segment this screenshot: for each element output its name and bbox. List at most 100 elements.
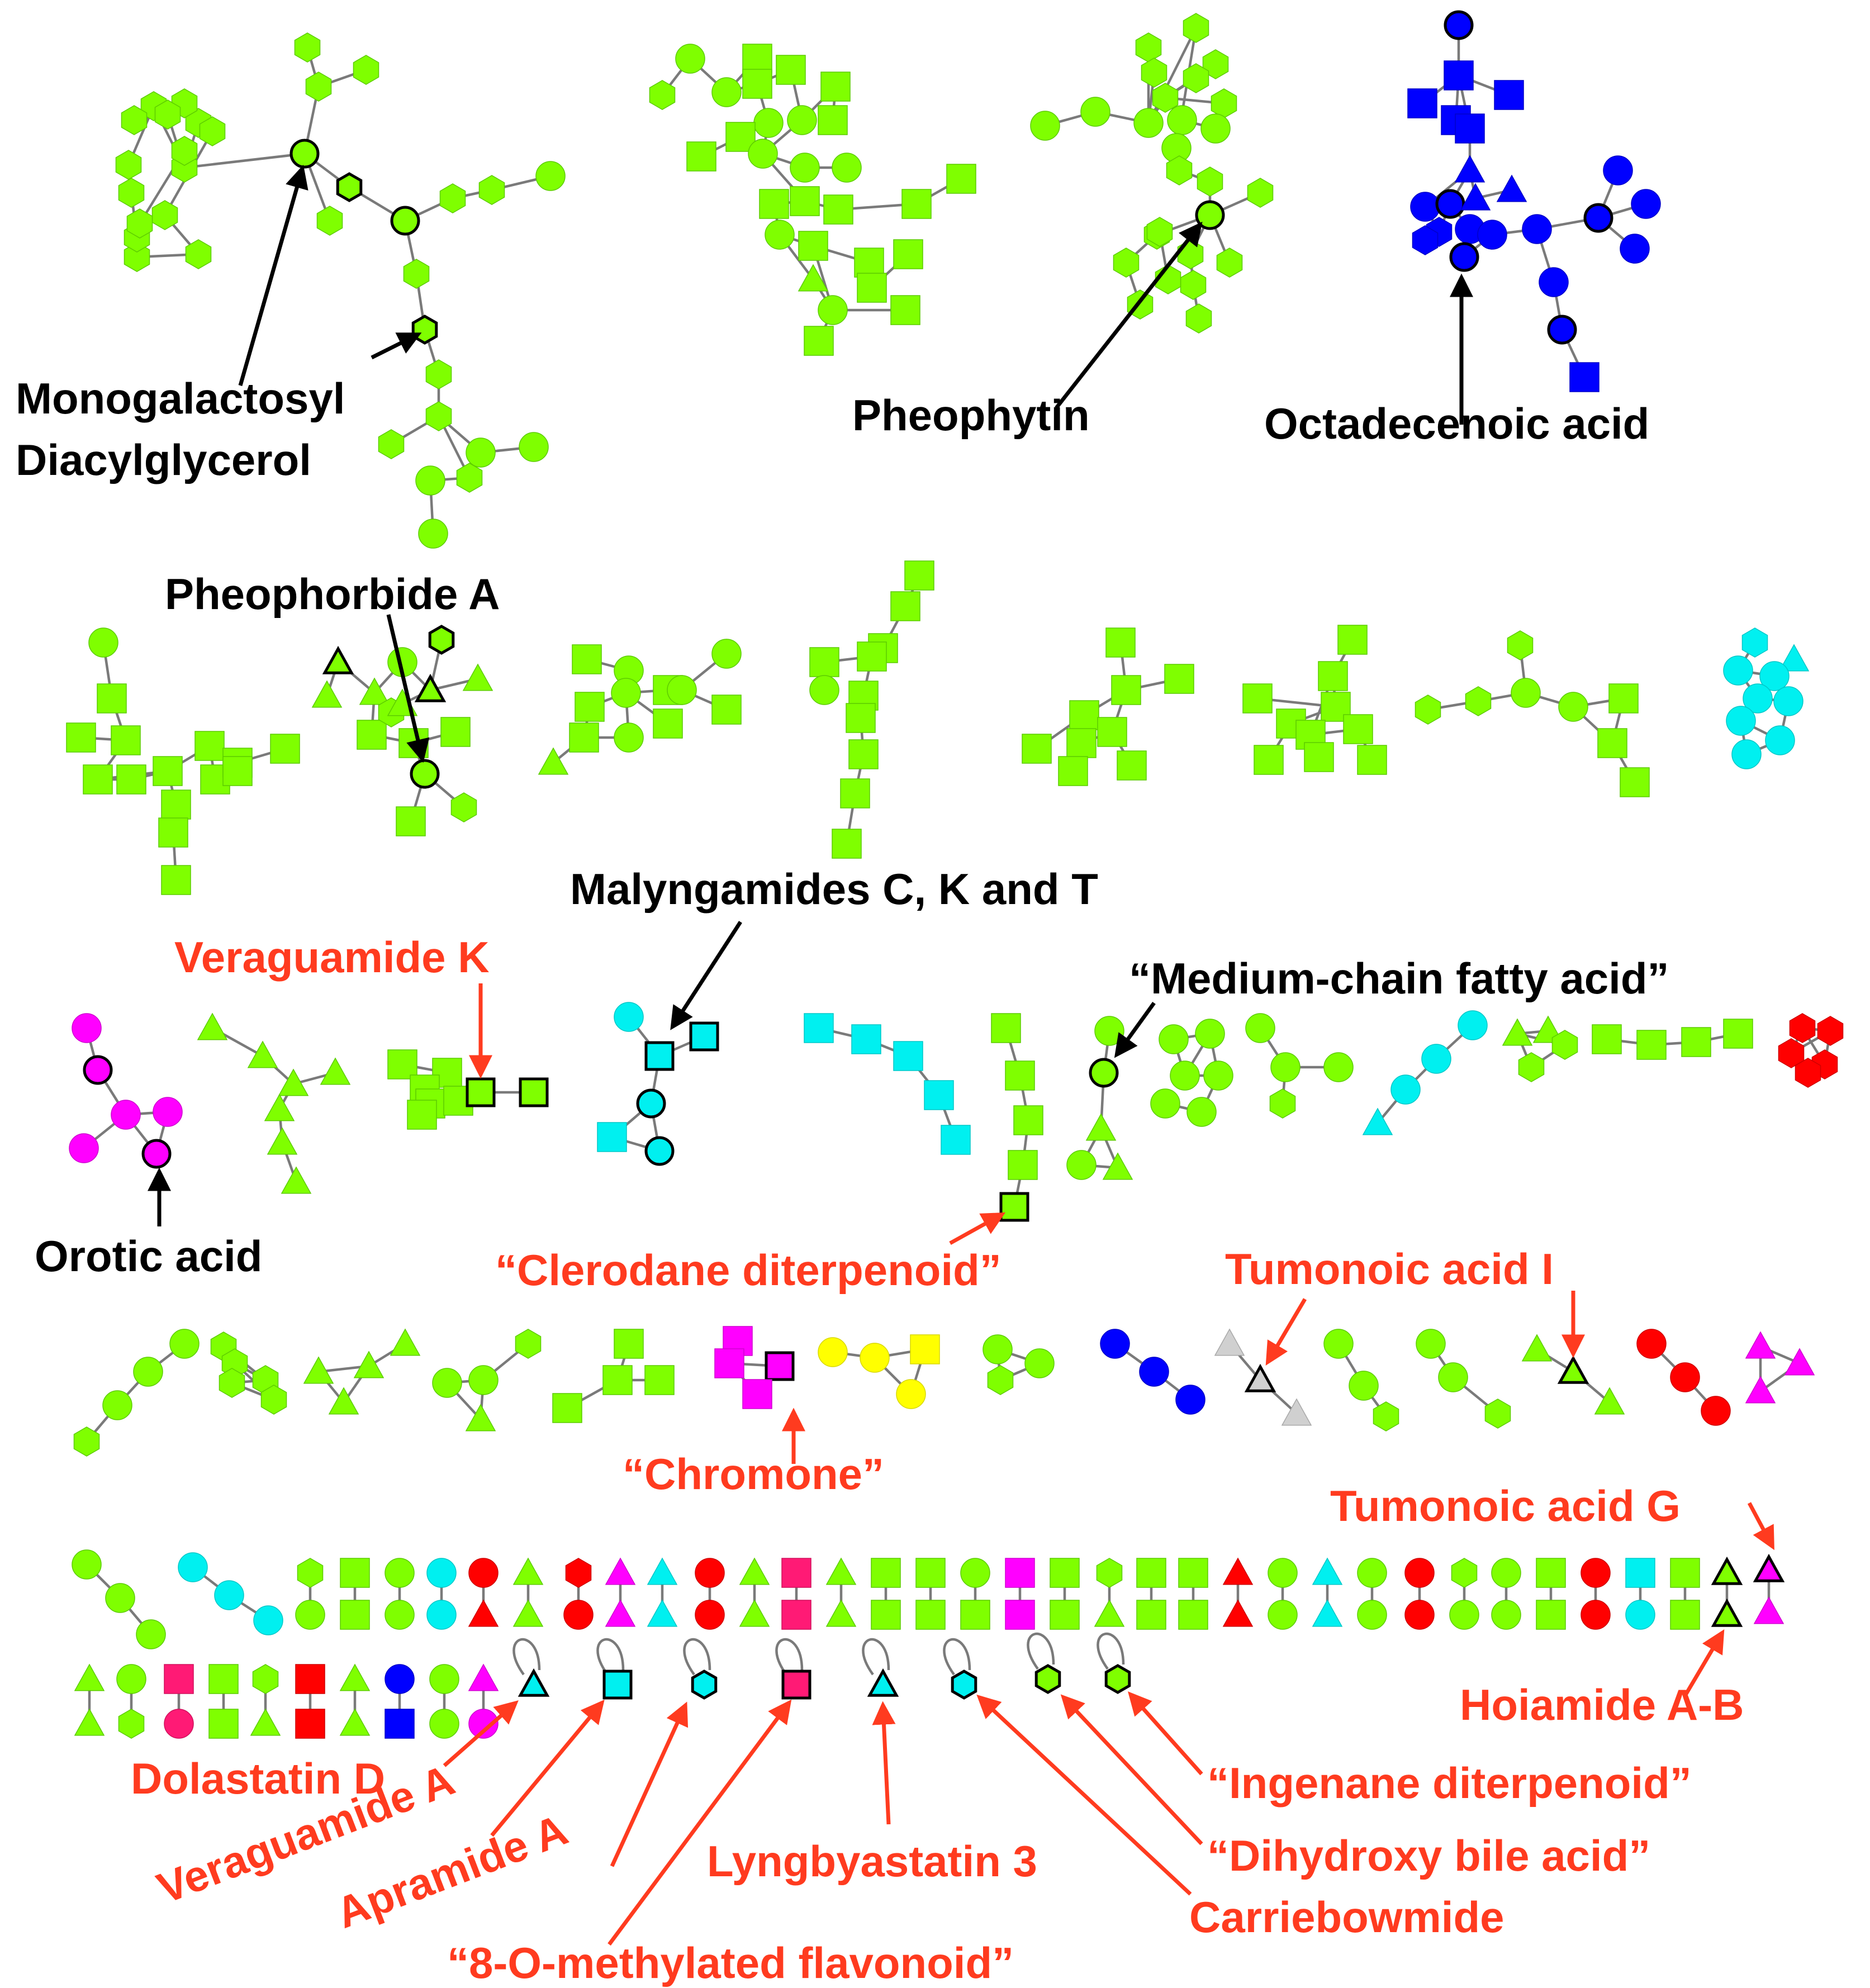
- hexagon-node: [297, 1558, 324, 1588]
- circle-node: [711, 77, 742, 107]
- highlighted-hexagon-node: [411, 315, 438, 345]
- square-node: [823, 194, 853, 225]
- square-node: [915, 1600, 946, 1630]
- square-node: [1005, 1600, 1035, 1630]
- triangle-node: [605, 1557, 636, 1585]
- square-node: [890, 591, 920, 621]
- network-nodes: [66, 10, 1844, 1739]
- triangle-node: [1312, 1557, 1343, 1585]
- circle-node: [1094, 1016, 1124, 1046]
- circle-node: [426, 1558, 457, 1588]
- circle-node: [960, 1558, 990, 1588]
- square-node: [901, 189, 932, 219]
- square-node: [1636, 1030, 1667, 1060]
- circle-node: [675, 44, 705, 74]
- triangle-node: [390, 1328, 421, 1356]
- square-node: [781, 1600, 811, 1630]
- triangle-node: [1745, 1376, 1776, 1404]
- circle-node: [116, 1664, 146, 1694]
- circle-node: [1410, 192, 1440, 222]
- square-node: [820, 72, 851, 102]
- circle-node: [614, 1002, 644, 1032]
- square-node: [1337, 625, 1368, 655]
- circle-node: [1723, 655, 1753, 686]
- square-node: [387, 1049, 417, 1079]
- circle-node: [1390, 1074, 1421, 1105]
- hexagon-node: [121, 105, 148, 135]
- circle-node: [1636, 1329, 1667, 1359]
- triangle-node: [1222, 1557, 1254, 1585]
- hexagon-node: [515, 1329, 542, 1359]
- square-node: [941, 1125, 971, 1155]
- square-node: [893, 1041, 923, 1071]
- square-node: [924, 1080, 954, 1110]
- circle-node: [787, 105, 817, 135]
- circle-node: [153, 1097, 183, 1127]
- triangle-node: [267, 1127, 298, 1155]
- square-node: [1357, 745, 1387, 775]
- triangle-node: [1454, 155, 1485, 183]
- square-node: [854, 248, 884, 278]
- hexagon-node: [456, 463, 483, 493]
- circle-node: [667, 675, 697, 705]
- square-node: [857, 641, 887, 672]
- circle-node: [429, 1709, 459, 1739]
- square-node: [1178, 1558, 1208, 1588]
- square-node: [840, 778, 870, 808]
- label-diacylglycerol: Diacylglycerol: [16, 435, 311, 484]
- square-node: [66, 722, 96, 753]
- circle-node: [1458, 1010, 1488, 1040]
- square-node: [790, 186, 820, 216]
- square-node: [857, 273, 887, 303]
- square-node: [742, 1379, 772, 1409]
- network-edge: [184, 152, 305, 169]
- highlighted-square-node: [999, 1192, 1029, 1222]
- triangle-node: [1281, 1398, 1312, 1426]
- triangle-node: [1085, 1113, 1117, 1141]
- circle-node: [1159, 1024, 1189, 1054]
- triangle-node: [197, 1012, 228, 1040]
- highlighted-triangle-node: [1753, 1553, 1785, 1582]
- circle-node: [1581, 1600, 1611, 1630]
- label-pheophorbide-a: Pheophorbide A: [165, 569, 500, 619]
- square-node: [714, 1348, 744, 1378]
- triangle-node: [1222, 1599, 1254, 1627]
- square-node: [1013, 1105, 1043, 1135]
- square-node: [1058, 756, 1088, 786]
- circle-node: [385, 1558, 415, 1588]
- label-medium-chain-fatty-acid: “Medium-chain fatty acid”: [1129, 954, 1669, 1003]
- hexagon-node: [1185, 303, 1212, 334]
- circle-node: [1268, 1600, 1298, 1630]
- triangle-node: [320, 1057, 351, 1085]
- square-node: [1304, 742, 1334, 772]
- circle-node: [72, 1549, 102, 1580]
- highlighted-hexagon-node: [1104, 1664, 1131, 1694]
- square-node: [161, 790, 191, 820]
- hexagon-node: [1269, 1088, 1296, 1119]
- circle-node: [1150, 1088, 1180, 1119]
- triangle-node: [1521, 1334, 1553, 1362]
- highlighted-triangle-node: [414, 673, 447, 702]
- circle-node: [1167, 105, 1197, 135]
- annotation-arrow: [1265, 1298, 1307, 1366]
- square-node: [1318, 661, 1348, 691]
- square-node: [1178, 1600, 1208, 1630]
- square-node: [946, 164, 976, 194]
- highlighted-circle-node: [1547, 315, 1577, 345]
- label-clerodane-diterpenoid: “Clerodane diterpenoid”: [495, 1245, 1002, 1295]
- triangle-node: [1496, 174, 1527, 202]
- annotation-arrow: [607, 1699, 792, 1946]
- square-node: [818, 105, 848, 135]
- square-node: [893, 239, 923, 269]
- square-node: [1050, 1600, 1080, 1630]
- circle-node: [1491, 1600, 1521, 1630]
- triangle-node: [74, 1708, 105, 1736]
- triangle-node: [1362, 1107, 1393, 1135]
- circle-node: [1522, 214, 1552, 244]
- square-node: [1242, 683, 1273, 714]
- triangle-node: [247, 1040, 278, 1068]
- square-node: [1105, 627, 1136, 658]
- hexagon-node: [1247, 178, 1274, 208]
- hexagon-node: [1518, 1052, 1545, 1082]
- square-node: [776, 55, 806, 85]
